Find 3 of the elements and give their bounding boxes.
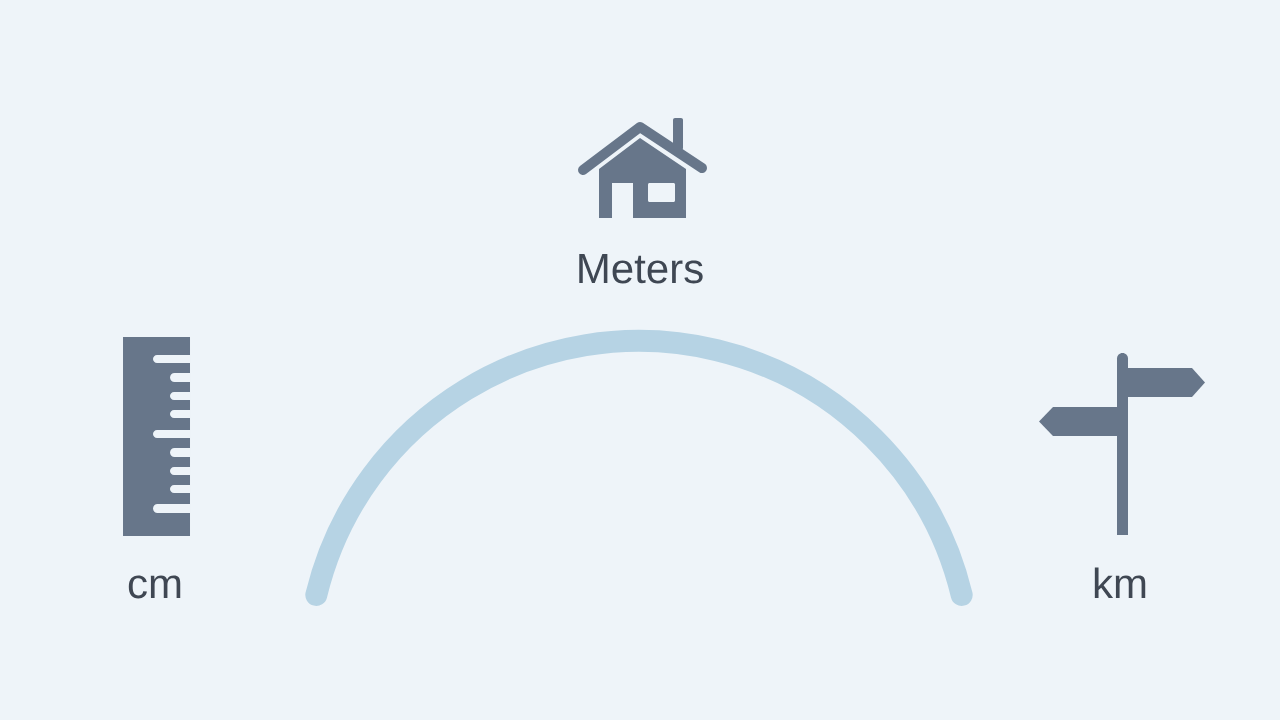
unit-label: km — [1094, 567, 1146, 598]
unit-label: Meters — [579, 254, 703, 284]
unit-label: cm — [128, 575, 181, 599]
